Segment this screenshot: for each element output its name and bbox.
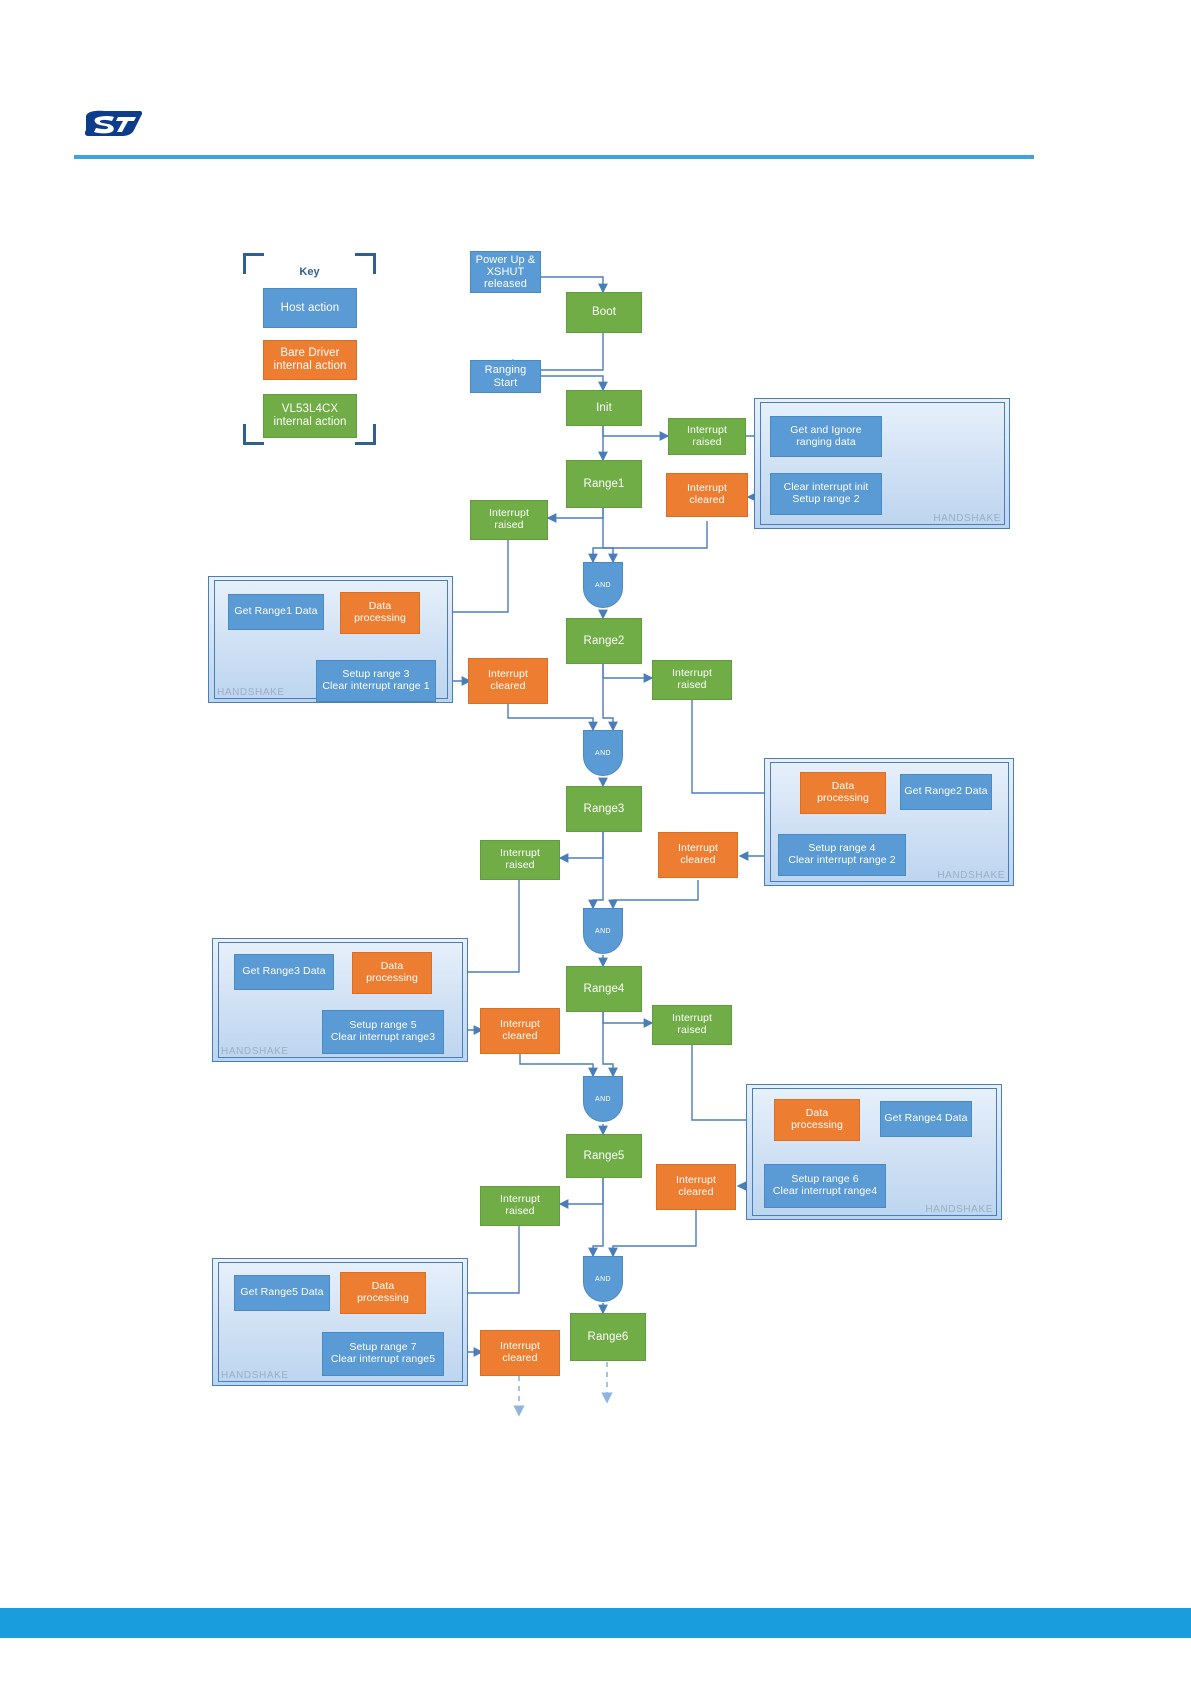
legend-item-vl53l4cx: VL53L4CX internal action: [263, 394, 357, 438]
node-boot: Boot: [566, 292, 642, 333]
node-get-range2-data: Get Range2 Data: [900, 774, 992, 810]
node-get-range3-data: Get Range3 Data: [234, 954, 334, 990]
node-get-and-ignore-ranging-data: Get and Ignore ranging data: [770, 416, 882, 457]
signal-interrupt-raised-range4: Interrupt raised: [652, 1005, 732, 1045]
and-gate-label: AND: [595, 581, 611, 589]
node-setup-range5-clear-interrupt-range3: Setup range 5 Clear interrupt range3: [322, 1010, 444, 1054]
signal-interrupt-raised-range5: Interrupt raised: [480, 1186, 560, 1226]
node-setup-range6-clear-interrupt-range4: Setup range 6 Clear interrupt range4: [764, 1164, 886, 1208]
node-data-processing-range4: Data processing: [774, 1099, 860, 1141]
header-rule: [74, 155, 1034, 159]
bracket-corner-bl: [243, 424, 264, 445]
bracket-corner-tr: [355, 253, 376, 274]
node-clear-interrupt-init-setup-range-2: Clear interrupt init Setup range 2: [770, 473, 882, 515]
signal-interrupt-cleared-init: Interrupt cleared: [666, 473, 748, 517]
and-gate-label: AND: [595, 749, 611, 757]
and-gate-5: AND: [583, 1256, 623, 1302]
node-range6: Range6: [570, 1313, 646, 1361]
and-gate-label: AND: [595, 1095, 611, 1103]
and-gate-4: AND: [583, 1076, 623, 1122]
and-gate-body: [583, 730, 623, 776]
handshake-label-range5: HANDSHAKE: [221, 1370, 289, 1381]
signal-interrupt-cleared-range1: Interrupt cleared: [468, 658, 548, 704]
signal-interrupt-raised-range3: Interrupt raised: [480, 840, 560, 880]
node-data-processing-range1: Data processing: [340, 592, 420, 634]
node-get-range4-data: Get Range4 Data: [880, 1101, 972, 1137]
node-setup-range7-clear-interrupt-range5: Setup range 7 Clear interrupt range5: [322, 1332, 444, 1376]
handshake-inner-border: [218, 942, 463, 1058]
signal-interrupt-cleared-range4: Interrupt cleared: [656, 1164, 736, 1210]
signal-interrupt-cleared-range2: Interrupt cleared: [658, 832, 738, 878]
signal-interrupt-cleared-range5: Interrupt cleared: [480, 1330, 560, 1376]
handshake-label-range4: HANDSHAKE: [925, 1204, 993, 1215]
node-data-processing-range3: Data processing: [352, 952, 432, 994]
node-range3: Range3: [566, 786, 642, 832]
node-get-range5-data: Get Range5 Data: [234, 1275, 330, 1311]
node-setup-range3-clear-interrupt-range1: Setup range 3 Clear interrupt range 1: [316, 660, 436, 702]
signal-interrupt-cleared-range3: Interrupt cleared: [480, 1008, 560, 1054]
and-gate-body: [583, 562, 623, 608]
node-setup-range4-clear-interrupt-range2: Setup range 4 Clear interrupt range 2: [778, 834, 906, 876]
node-range4: Range4: [566, 966, 642, 1012]
bracket-corner-tl: [243, 253, 264, 274]
node-get-range1-data: Get Range1 Data: [228, 594, 324, 630]
node-ranging-start: Ranging Start: [470, 360, 541, 393]
and-gate-body: [583, 908, 623, 954]
bracket-corner-br: [355, 424, 376, 445]
node-power-up-xshut-released: Power Up & XSHUT released: [470, 251, 541, 293]
legend-title: Key: [299, 266, 320, 278]
legend-item-host-action: Host action: [263, 288, 357, 328]
handshake-label-init: HANDSHAKE: [933, 513, 1001, 524]
node-range1: Range1: [566, 460, 642, 508]
and-gate-label: AND: [595, 927, 611, 935]
legend-item-bare-driver: Bare Driver internal action: [263, 340, 357, 380]
and-gate-body: [583, 1256, 623, 1302]
node-data-processing-range5: Data processing: [340, 1272, 426, 1314]
handshake-label-range2: HANDSHAKE: [937, 870, 1005, 881]
handshake-inner-border: [218, 1262, 463, 1382]
and-gate-1: AND: [583, 562, 623, 608]
signal-interrupt-raised-init: Interrupt raised: [668, 418, 746, 455]
handshake-inner-border: [760, 402, 1005, 525]
node-range2: Range2: [566, 618, 642, 664]
handshake-inner-border: [770, 762, 1009, 882]
node-data-processing-range2: Data processing: [800, 772, 886, 814]
signal-interrupt-raised-range2: Interrupt raised: [652, 660, 732, 700]
and-gate-2: AND: [583, 730, 623, 776]
node-init: Init: [566, 390, 642, 426]
st-logo: [82, 108, 144, 138]
handshake-label-range1: HANDSHAKE: [217, 687, 285, 698]
legend-key: Key: [243, 253, 376, 445]
handshake-label-range3: HANDSHAKE: [221, 1046, 289, 1057]
footer-bar: [0, 1608, 1191, 1638]
footer-bar-gap: [0, 1638, 1191, 1652]
and-gate-body: [583, 1076, 623, 1122]
signal-interrupt-raised-range1: Interrupt raised: [470, 500, 548, 540]
and-gate-3: AND: [583, 908, 623, 954]
handshake-inner-border: [752, 1088, 997, 1216]
and-gate-label: AND: [595, 1275, 611, 1283]
node-range5: Range5: [566, 1134, 642, 1178]
